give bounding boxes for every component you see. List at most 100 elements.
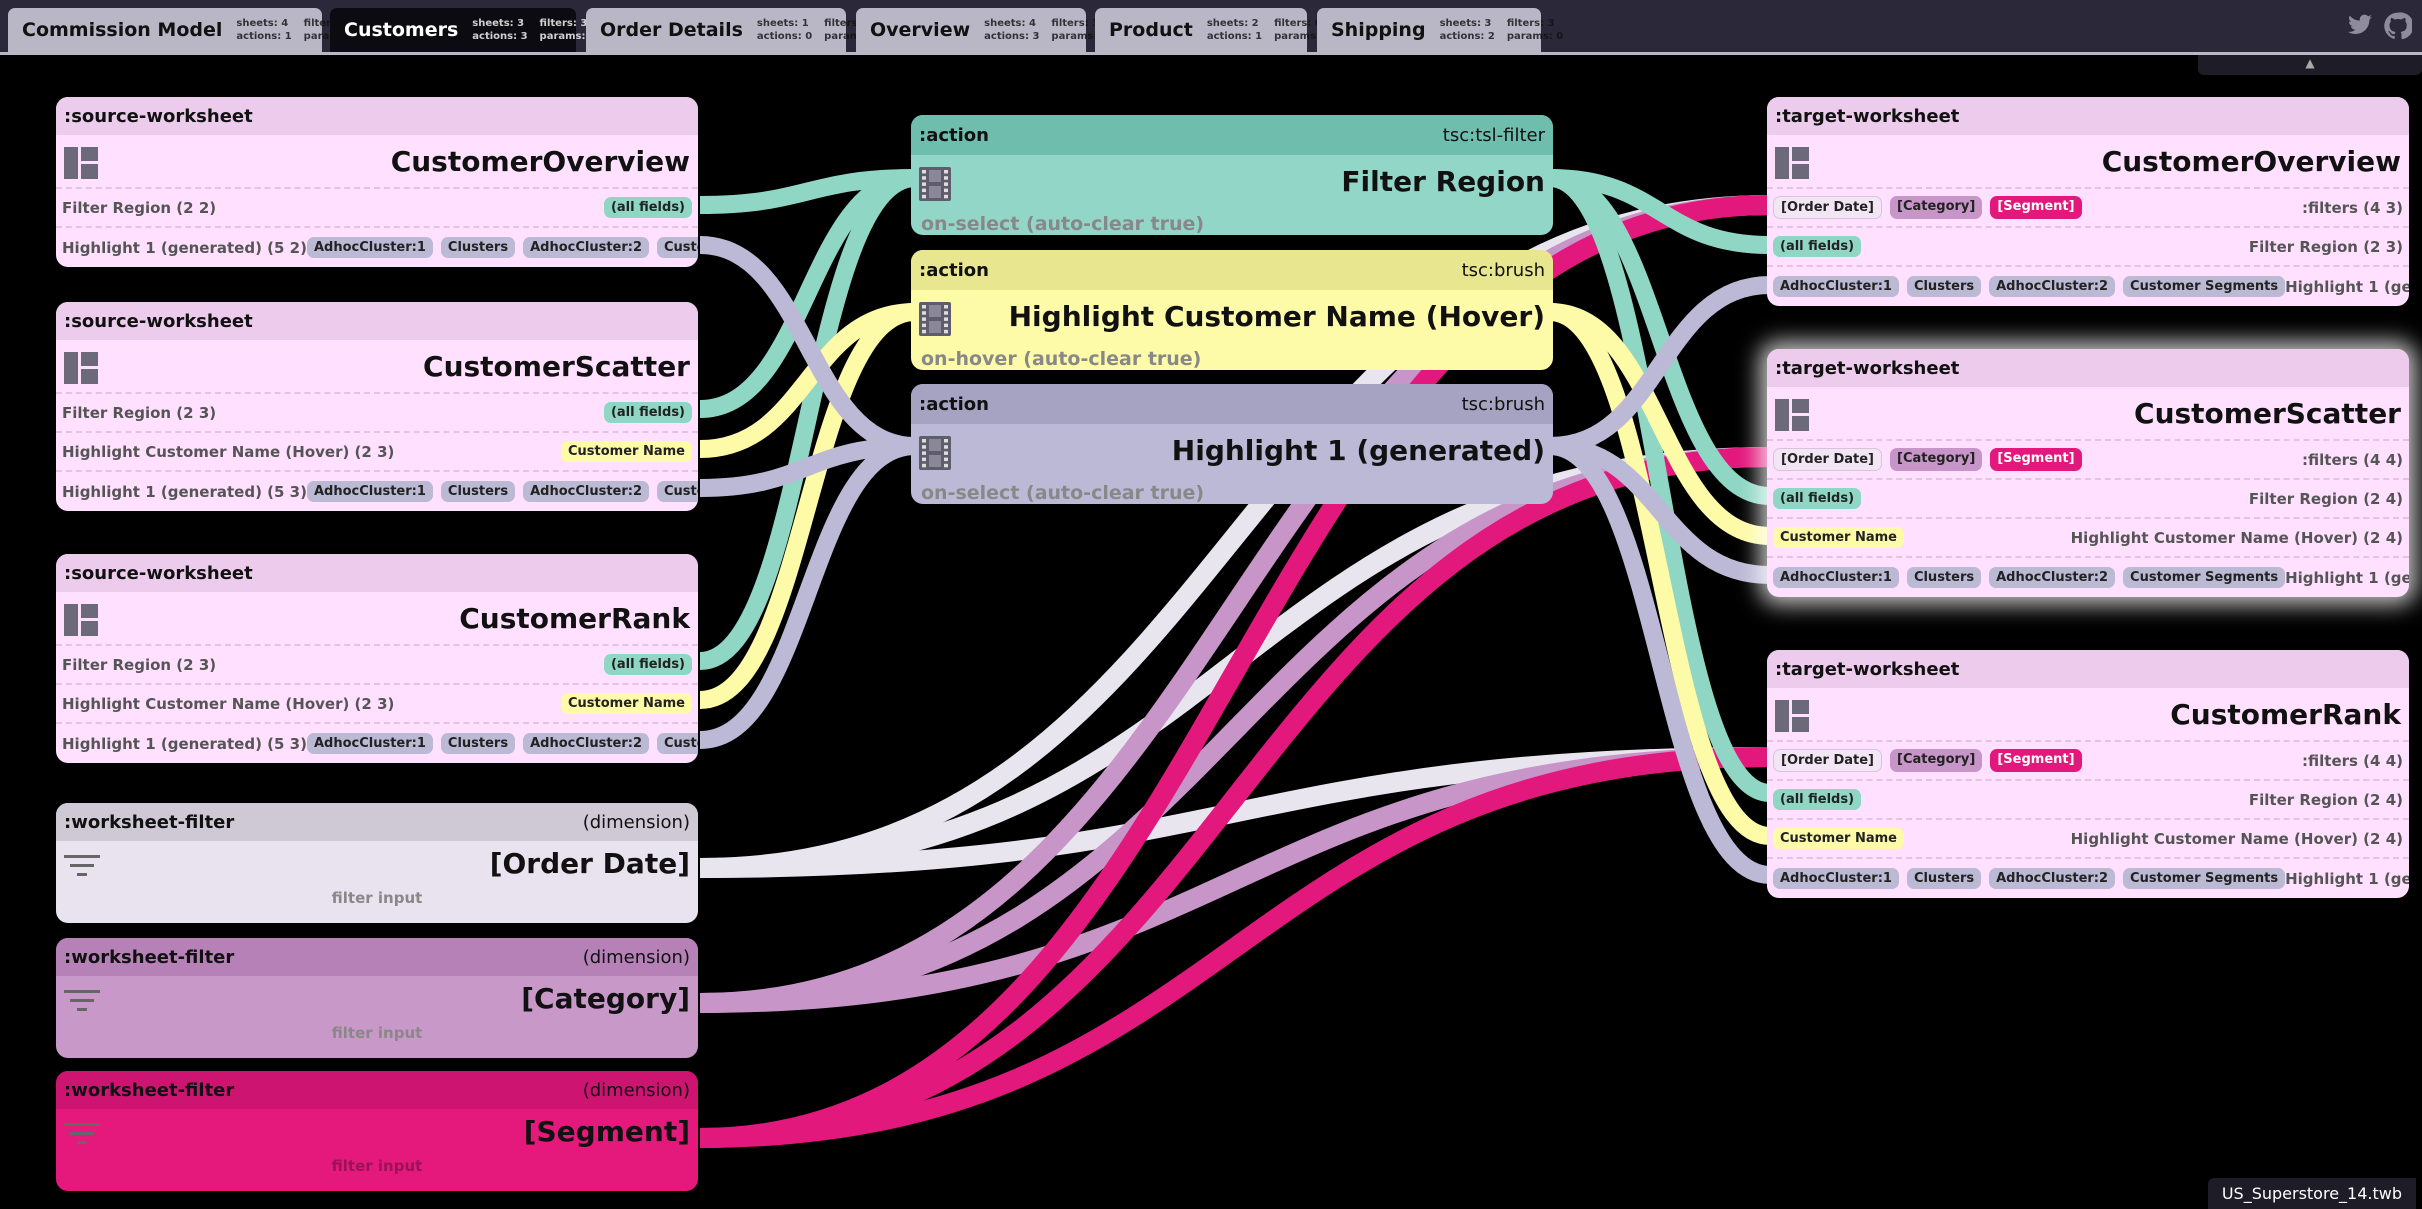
- field-pill[interactable]: Customer Name: [561, 441, 692, 462]
- node-header: :target-worksheet: [1767, 349, 2409, 387]
- action-row[interactable]: Filter Region (2 2)(all fields): [56, 189, 698, 228]
- field-pills: AdhocCluster:1 Clusters AdhocCluster:2 Cust…: [1773, 276, 2286, 297]
- field-pill[interactable]: AdhocCluster:2: [1989, 868, 2116, 889]
- field-pill[interactable]: Customer Segments: [657, 481, 698, 502]
- node-title-area: CustomerRank: [56, 592, 698, 646]
- field-pill[interactable]: [Order Date]: [1773, 196, 1882, 219]
- action-row[interactable]: Filter Region (2 3)(all fields): [56, 646, 698, 685]
- field-pill[interactable]: (all fields): [603, 197, 692, 218]
- field-pill[interactable]: Customer Name: [561, 693, 692, 714]
- node-header: :worksheet-filter(dimension): [56, 803, 698, 841]
- field-pill[interactable]: Clusters: [1906, 868, 1982, 889]
- tab-title: Customers: [344, 19, 459, 41]
- field-pill[interactable]: Clusters: [1906, 276, 1982, 297]
- field-pill[interactable]: [Category]: [1890, 749, 1983, 772]
- target-row[interactable]: (all fields)Filter Region (2 4): [1767, 781, 2409, 820]
- field-pill[interactable]: [Segment]: [1990, 196, 2082, 219]
- field-pill[interactable]: Customer Segments: [2123, 276, 2286, 297]
- action-row[interactable]: Filter Region (2 3)(all fields): [56, 394, 698, 433]
- github-icon[interactable]: [2384, 12, 2414, 44]
- node-kind: :action: [919, 259, 989, 281]
- target-row[interactable]: AdhocCluster:1 Clusters AdhocCluster:2 Cust…: [1767, 859, 2409, 898]
- target-row[interactable]: AdhocCluster:1 Clusters AdhocCluster:2 Cust…: [1767, 558, 2409, 597]
- target-row[interactable]: [Order Date][Category][Segment]:filters …: [1767, 189, 2409, 228]
- field-pill[interactable]: AdhocCluster:2: [523, 237, 650, 258]
- row-label: Highlight 1 (generated) (5: [2285, 568, 2409, 587]
- filter-wire: [699, 195, 1771, 1148]
- field-pill[interactable]: AdhocCluster:2: [1989, 276, 2116, 297]
- target-row[interactable]: (all fields)Filter Region (2 3): [1767, 228, 2409, 267]
- field-pill[interactable]: AdhocCluster:1: [1773, 868, 1899, 889]
- worksheet-filter-0[interactable]: :worksheet-filter(dimension)[Order Date]…: [56, 803, 698, 923]
- field-pill[interactable]: Clusters: [440, 733, 516, 754]
- field-pill[interactable]: [Category]: [1890, 448, 1983, 471]
- target-row[interactable]: AdhocCluster:1 Clusters AdhocCluster:2 Cust…: [1767, 267, 2409, 306]
- filter-kind-note: (dimension): [582, 1079, 690, 1101]
- field-pill[interactable]: [Segment]: [1990, 448, 2082, 471]
- action-row[interactable]: Highlight Customer Name (Hover) (2 3)Cus…: [56, 433, 698, 472]
- field-pill[interactable]: Customer Name: [1773, 828, 1904, 849]
- field-pill[interactable]: (all fields): [603, 654, 692, 675]
- field-pill[interactable]: Clusters: [440, 481, 516, 502]
- field-pill[interactable]: [Segment]: [1990, 749, 2082, 772]
- node-kind: :action: [919, 393, 989, 415]
- node-title-area: [Order Date]: [56, 841, 698, 889]
- field-pill[interactable]: Customer Segments: [657, 237, 698, 258]
- action-row[interactable]: Highlight 1 (generated) (5 3)AdhocCluste…: [56, 472, 698, 511]
- field-pill[interactable]: Customer Segments: [657, 733, 698, 754]
- field-pill[interactable]: AdhocCluster:2: [523, 733, 650, 754]
- target-row[interactable]: [Order Date][Category][Segment]:filters …: [1767, 441, 2409, 480]
- tab-meta-item: params: 0: [1051, 31, 1108, 42]
- field-pill[interactable]: (all fields): [1773, 789, 1862, 810]
- field-pill[interactable]: (all fields): [1773, 236, 1862, 257]
- worksheet-filter-1[interactable]: :worksheet-filter(dimension)[Category]fi…: [56, 938, 698, 1058]
- field-pill[interactable]: (all fields): [1773, 488, 1862, 509]
- field-pill[interactable]: AdhocCluster:1: [1773, 567, 1899, 588]
- field-pill[interactable]: Clusters: [1906, 567, 1982, 588]
- node-kind: :target-worksheet: [1775, 105, 1960, 127]
- field-pill[interactable]: AdhocCluster:2: [1989, 567, 2116, 588]
- field-pill[interactable]: AdhocCluster:1: [306, 237, 433, 258]
- tab-meta-item: sheets: 4: [236, 18, 289, 29]
- dashboard-icon: [64, 604, 98, 640]
- field-pill[interactable]: [Order Date]: [1773, 749, 1882, 772]
- action-row[interactable]: Highlight Customer Name (Hover) (2 3) Cus…: [56, 685, 698, 724]
- field-pill[interactable]: Customer Segments: [2123, 567, 2286, 588]
- row-label: Highlight 1 (generated): [2285, 277, 2409, 296]
- field-pill[interactable]: [Order Date]: [1773, 448, 1882, 471]
- node-title-area: CustomerOverview: [1767, 135, 2409, 189]
- target-row[interactable]: (all fields)Filter Region (2 4): [1767, 480, 2409, 519]
- field-pill[interactable]: Customer Name: [1773, 527, 1904, 548]
- field-pill[interactable]: (all fields): [603, 402, 692, 423]
- worksheet-filter-2[interactable]: :worksheet-filter(dimension)[Segment]fil…: [56, 1071, 698, 1191]
- action-row[interactable]: Highlight 1 (generated) (5 3)AdhocCluste…: [56, 724, 698, 763]
- field-pill[interactable]: AdhocCluster:2: [523, 481, 650, 502]
- field-pill[interactable]: [Category]: [1890, 196, 1983, 219]
- row-label: Highlight Customer Name (Hover) (2 3): [62, 694, 395, 713]
- action-row[interactable]: Highlight 1 (generated) (5 2)AdhocCluste…: [56, 228, 698, 267]
- twitter-icon[interactable]: [2346, 12, 2374, 42]
- field-pill[interactable]: Customer Segments: [2123, 868, 2286, 889]
- field-pill[interactable]: AdhocCluster:1: [306, 481, 433, 502]
- field-pill[interactable]: Clusters: [440, 237, 516, 258]
- field-pill[interactable]: AdhocCluster:1: [306, 733, 433, 754]
- film-icon: [919, 167, 951, 205]
- field-pill[interactable]: AdhocCluster:1: [1773, 276, 1899, 297]
- target-row[interactable]: [Order Date][Category][Segment]:filters …: [1767, 742, 2409, 781]
- collapse-toggle[interactable]: ▲: [2198, 55, 2422, 75]
- tab-meta-item: sheets: 4: [984, 18, 1036, 29]
